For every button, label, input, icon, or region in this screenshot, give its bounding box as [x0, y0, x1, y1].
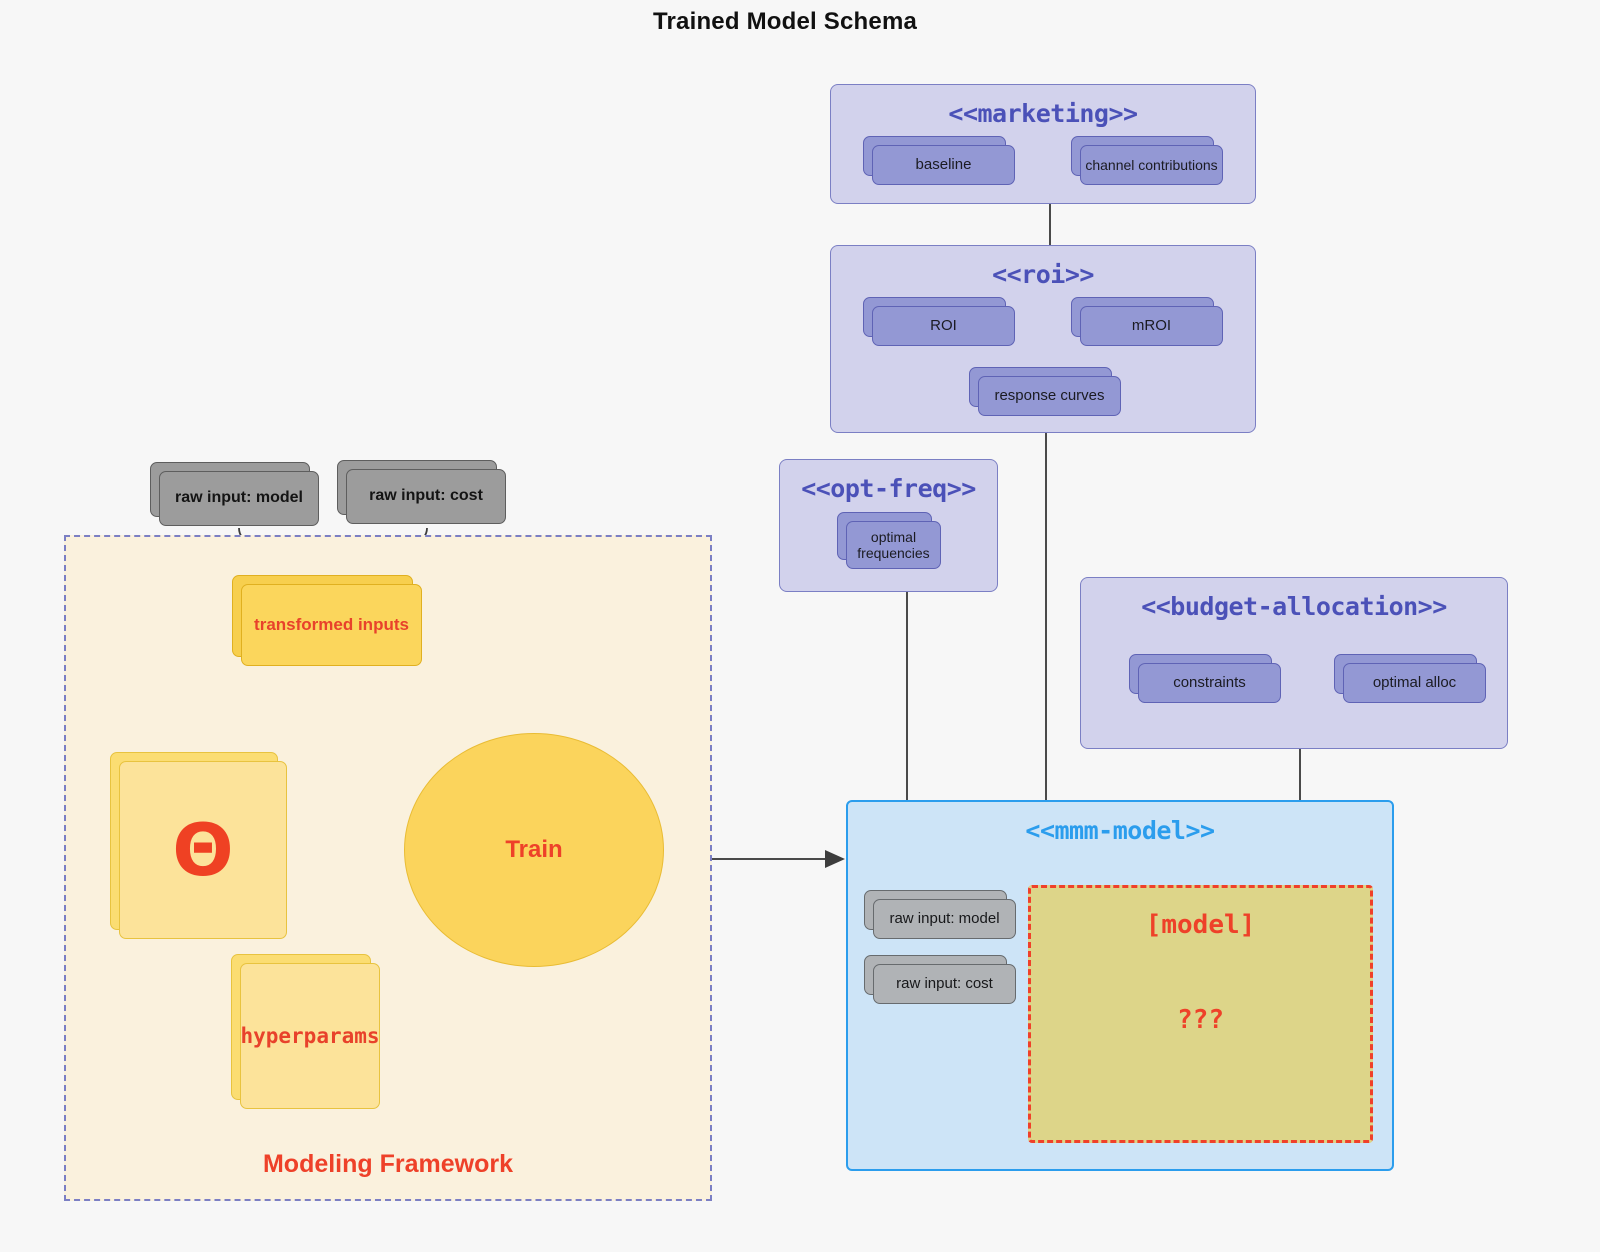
node-baseline-label: baseline [872, 145, 1015, 185]
node-mmm-raw-input-model-label: raw input: model [873, 899, 1016, 939]
package-mmm-model[interactable]: <<mmm-model>> raw input: model raw input… [846, 800, 1394, 1171]
node-roi-label: ROI [872, 306, 1015, 346]
node-optimal-alloc-label: optimal alloc [1343, 663, 1486, 703]
node-constraints[interactable]: constraints [1129, 654, 1281, 703]
theta-symbol: Θ [172, 808, 234, 892]
node-mroi-label: mROI [1080, 306, 1223, 346]
node-theta[interactable]: Θ [110, 752, 287, 939]
node-optimal-frequencies-label: optimal frequencies [846, 521, 941, 569]
node-transformed-inputs-label: transformed inputs [241, 584, 422, 666]
model-region-title: [model] [1145, 910, 1256, 940]
package-marketing[interactable]: <<marketing>> baseline channel contribut… [830, 84, 1256, 204]
node-hyperparams[interactable]: hyperparams [231, 954, 380, 1109]
package-budget-allocation-title: <<budget-allocation>> [1141, 592, 1447, 621]
node-baseline[interactable]: baseline [863, 136, 1015, 185]
package-mmm-model-title: <<mmm-model>> [1025, 816, 1215, 845]
package-opt-freq[interactable]: <<opt-freq>> optimal frequencies [779, 459, 998, 592]
package-roi-title: <<roi>> [992, 260, 1094, 289]
node-response-curves-label: response curves [978, 376, 1121, 416]
node-mroi[interactable]: mROI [1071, 297, 1223, 346]
node-train-label: Train [505, 836, 563, 863]
node-channel-contributions-label: channel contributions [1080, 145, 1223, 185]
node-optimal-frequencies-line1: optimal [870, 528, 917, 545]
node-mmm-raw-input-cost[interactable]: raw input: cost [864, 955, 1016, 1004]
node-mmm-raw-input-cost-label: raw input: cost [873, 964, 1016, 1004]
node-raw-input-model-label: raw input: model [159, 471, 319, 526]
model-region[interactable]: [model] ??? [1028, 885, 1373, 1143]
node-theta-card: Θ [119, 761, 287, 939]
modeling-framework-label: Modeling Framework [262, 1150, 514, 1178]
node-train[interactable]: Train [404, 733, 664, 967]
node-constraints-label: constraints [1138, 663, 1281, 703]
node-hyperparams-card: hyperparams [240, 963, 380, 1109]
node-optimal-alloc[interactable]: optimal alloc [1334, 654, 1486, 703]
node-optimal-frequencies-line2: frequencies [857, 545, 930, 561]
node-channel-contributions[interactable]: channel contributions [1071, 136, 1223, 185]
node-optimal-frequencies[interactable]: optimal frequencies [837, 512, 941, 569]
node-transformed-inputs[interactable]: transformed inputs [232, 575, 422, 666]
package-opt-freq-title: <<opt-freq>> [801, 474, 976, 503]
node-raw-input-cost-label: raw input: cost [346, 469, 506, 524]
node-mmm-raw-input-model[interactable]: raw input: model [864, 890, 1016, 939]
model-region-unknown: ??? [1177, 1005, 1224, 1035]
node-roi[interactable]: ROI [863, 297, 1015, 346]
node-raw-input-model[interactable]: raw input: model [150, 462, 319, 526]
package-budget-allocation[interactable]: <<budget-allocation>> constraints optima… [1080, 577, 1508, 749]
node-hyperparams-label: hyperparams [240, 1023, 380, 1048]
page-title: Trained Model Schema [652, 8, 918, 35]
package-marketing-title: <<marketing>> [948, 99, 1138, 128]
package-roi[interactable]: <<roi>> ROI mROI response curves [830, 245, 1256, 433]
node-raw-input-cost[interactable]: raw input: cost [337, 460, 506, 524]
node-response-curves[interactable]: response curves [969, 367, 1121, 416]
